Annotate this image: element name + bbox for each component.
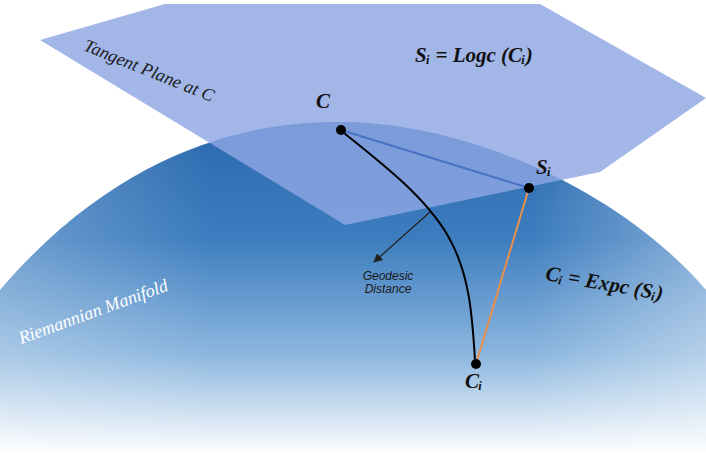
exp-map-line xyxy=(477,193,527,359)
log-map-line xyxy=(346,131,524,186)
point-label: C xyxy=(316,91,330,112)
point-c: C xyxy=(336,125,346,135)
point-s: Sᵢ xyxy=(524,183,534,193)
geodesic-label: Geodesic Distance xyxy=(352,270,424,296)
geodesic-curve xyxy=(345,134,475,360)
formula-label: Sᵢ = Logc (Cᵢ) xyxy=(415,44,533,67)
tangent-plane xyxy=(40,4,706,225)
point-ci: Cᵢ xyxy=(471,359,481,369)
leader-arrow xyxy=(374,212,430,262)
point-label: Sᵢ xyxy=(536,157,551,178)
point-label: Cᵢ xyxy=(465,371,483,392)
